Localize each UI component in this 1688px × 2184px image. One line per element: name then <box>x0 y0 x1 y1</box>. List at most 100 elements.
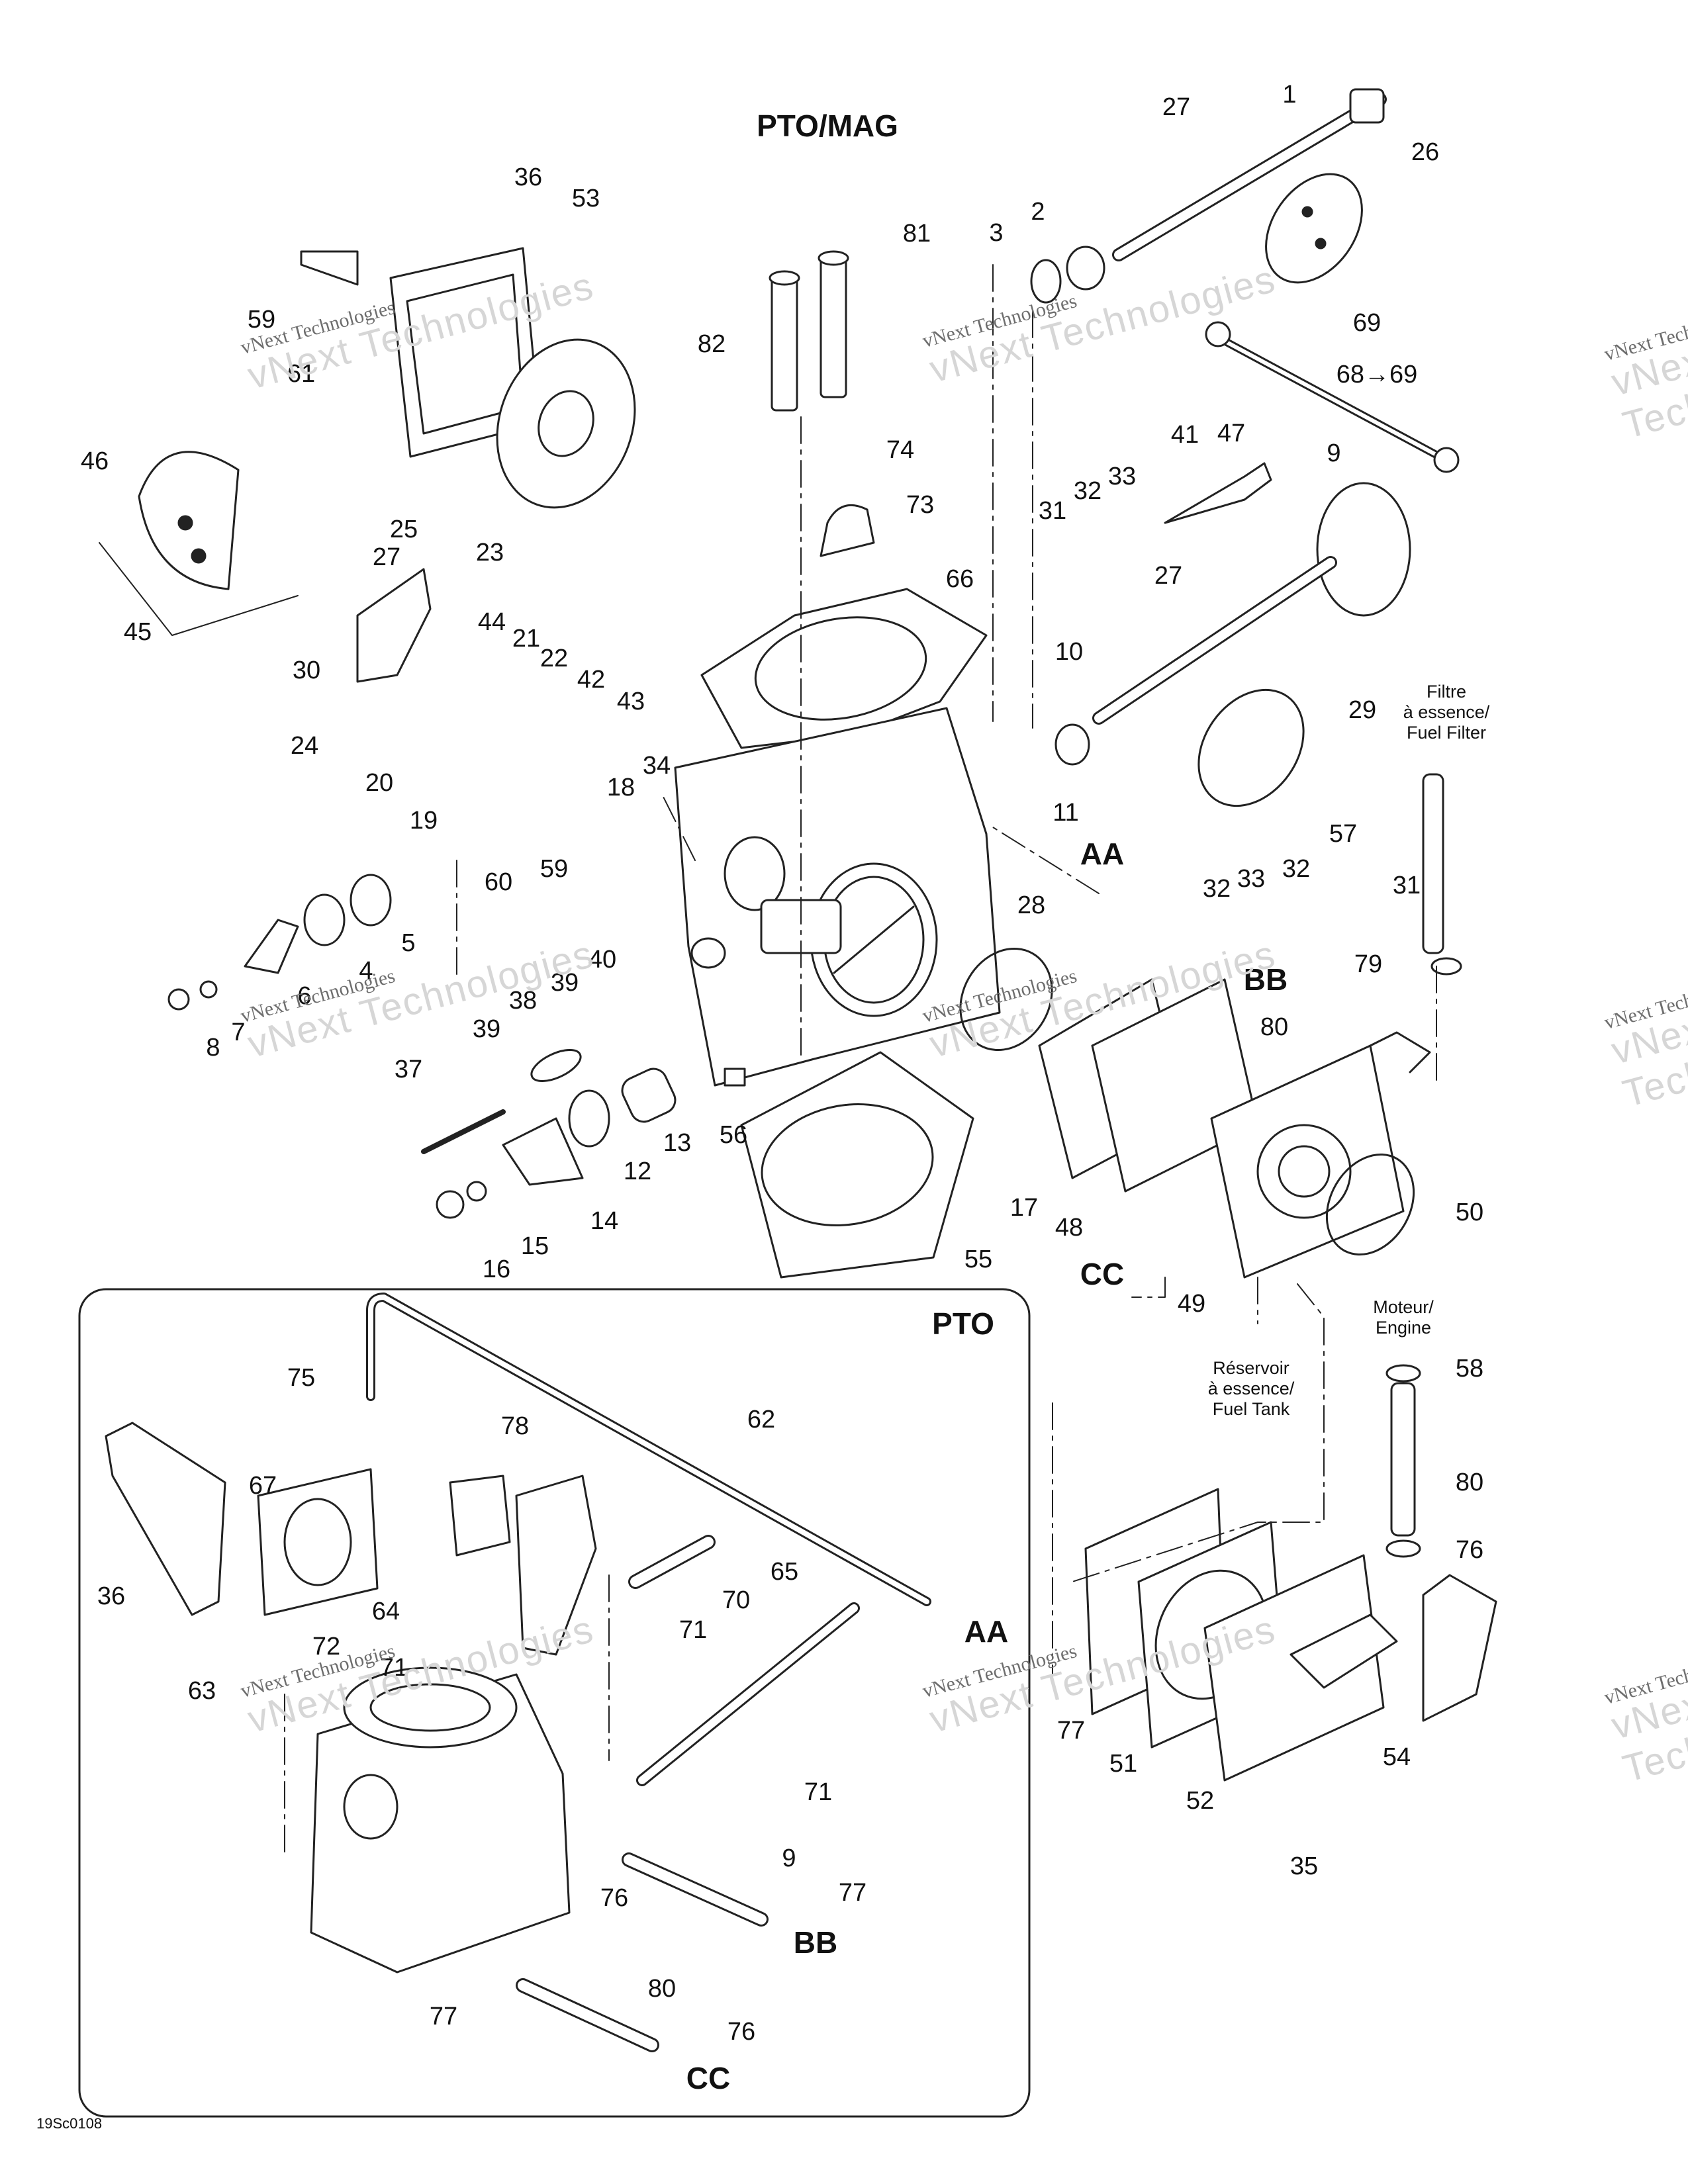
clamp-80b <box>1385 1539 1421 1558</box>
callout-label: 59 <box>247 306 276 334</box>
note-line: Engine <box>1375 1318 1432 1338</box>
callout-label: 13 <box>663 1129 692 1157</box>
callout-label: 44 <box>477 608 506 636</box>
callout-label: 52 <box>1186 1787 1215 1815</box>
callout-label: 64 <box>371 1598 400 1625</box>
callout-label: 38 <box>508 987 538 1015</box>
diaphragm-part <box>496 338 636 509</box>
pto-inset-frame <box>78 1288 1031 2118</box>
callout-label: 46 <box>80 447 109 475</box>
callout-label: 2 <box>1031 198 1045 226</box>
callout-label: 70 <box>722 1586 751 1614</box>
bracket-24-part <box>356 568 432 683</box>
callout-label: 35 <box>1289 1852 1319 1880</box>
callout-label: 36 <box>514 163 543 191</box>
callout-label: 67 <box>248 1472 277 1500</box>
callout-label: 78 <box>500 1412 530 1440</box>
spring-4 <box>303 893 346 946</box>
callout-label: 62 <box>747 1406 776 1433</box>
fuel-pump-50 <box>1210 1031 1431 1279</box>
callout-label: 1 <box>1282 81 1297 109</box>
callout-label: 53 <box>571 185 600 212</box>
callout-label: 50 <box>1455 1199 1484 1226</box>
section-marker-bb-inset: BB <box>793 1925 838 1960</box>
screw-37 <box>421 1109 506 1154</box>
bracket-part <box>300 250 359 286</box>
callout-label: 60 <box>484 868 513 896</box>
callout-label: 81 <box>902 220 931 248</box>
gasket-75 <box>740 1051 974 1279</box>
callout-label: 69 <box>1352 309 1382 337</box>
callout-label: 8 <box>206 1034 220 1062</box>
spring-12 <box>568 1089 610 1148</box>
callout-label: 76 <box>600 1884 629 1912</box>
bracket-62 <box>449 1475 511 1557</box>
callout-label: 37 <box>394 1056 423 1083</box>
callout-label: 77 <box>429 2003 458 2030</box>
callout-label: 63 <box>187 1677 216 1705</box>
lever-6 <box>244 919 299 974</box>
callout-label: 18 <box>606 774 635 801</box>
callout-label: 57 <box>1329 820 1358 848</box>
callout-label: 65 <box>770 1558 799 1586</box>
nut-8 <box>167 988 190 1011</box>
section-marker-cc-main: CC <box>1080 1257 1125 1291</box>
callout-label: 31 <box>1392 872 1421 899</box>
note-line: Moteur/ <box>1373 1297 1434 1317</box>
throttle-shaft-part <box>1112 88 1387 261</box>
callout-label: 22 <box>539 645 569 672</box>
callout-label: 16 <box>482 1255 511 1283</box>
callout-label: 47 <box>1217 420 1246 447</box>
callout-label: 7 <box>231 1019 246 1046</box>
callout-label: 82 <box>697 330 726 358</box>
bracket-58 <box>1422 1574 1497 1722</box>
gasket-66 <box>700 588 988 749</box>
callout-label: 56 <box>719 1121 748 1149</box>
callout-label: 25 <box>389 516 418 543</box>
nut-16 <box>436 1190 465 1219</box>
callout-label: 20 <box>365 769 394 797</box>
cam-14 <box>502 1117 584 1186</box>
callout-label: 66 <box>945 565 974 593</box>
note-line: Fuel Filter <box>1406 723 1487 743</box>
hose-76-engine <box>1390 1382 1416 1537</box>
callout-label: 74 <box>886 436 915 464</box>
section-marker-bb-main: BB <box>1243 962 1288 997</box>
callout-label: 76 <box>1455 1536 1484 1564</box>
callout-label: 21 <box>512 625 541 653</box>
note-line: à essence/ <box>1403 702 1490 723</box>
callout-label: 15 <box>520 1232 549 1260</box>
callout-label: 4 <box>359 957 373 985</box>
callout-label: 42 <box>577 666 606 694</box>
washer-7 <box>199 980 218 999</box>
callout-label: 33 <box>1107 463 1137 490</box>
cover-35 <box>1203 1554 1385 1782</box>
section-marker-cc-inset: CC <box>686 2061 731 2095</box>
callout-label: 73 <box>906 491 935 519</box>
callout-label: 3 <box>989 219 1004 247</box>
callout-label: 41 <box>1170 421 1199 449</box>
bushing-part <box>1066 246 1105 291</box>
throttle-shaft-9 <box>1092 482 1411 725</box>
callout-label: 10 <box>1055 638 1084 666</box>
callout-label: 23 <box>475 539 504 567</box>
callout-label: 40 <box>588 946 617 974</box>
callout-label: 33 <box>1237 865 1266 893</box>
callout-label: 27 <box>1162 93 1191 121</box>
callout-label: 9 <box>782 1844 796 1872</box>
callout-label: 32 <box>1202 875 1231 903</box>
note-engine: Moteur/Engine <box>1373 1297 1434 1338</box>
screw-81-pair <box>769 250 849 412</box>
section-marker-aa-main: AA <box>1080 837 1125 871</box>
callout-label: 17 <box>1009 1194 1039 1222</box>
callout-label: 34 <box>642 752 671 780</box>
callout-label: 30 <box>292 657 321 684</box>
